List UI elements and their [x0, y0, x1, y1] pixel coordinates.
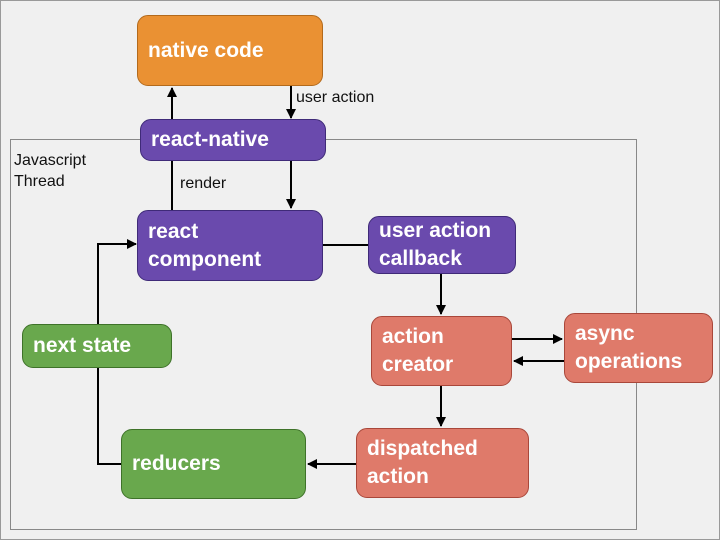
render-label: render: [180, 175, 227, 192]
async-operations-node: async operations: [564, 313, 713, 383]
native-code-node: native code: [137, 15, 323, 86]
react-native-node: react-native: [140, 119, 326, 161]
action-creator-node: action creator: [371, 316, 512, 386]
user-action-label: user action: [296, 89, 375, 106]
javascript-thread-label: Javascript Thread: [14, 152, 87, 190]
react-component-node: react component: [137, 210, 323, 281]
dispatched-action-node: dispatched action: [356, 428, 529, 498]
reducers-node: reducers: [121, 429, 306, 499]
next-state-node: next state: [22, 324, 172, 368]
user-action-callback-node: user action callback: [368, 216, 516, 274]
